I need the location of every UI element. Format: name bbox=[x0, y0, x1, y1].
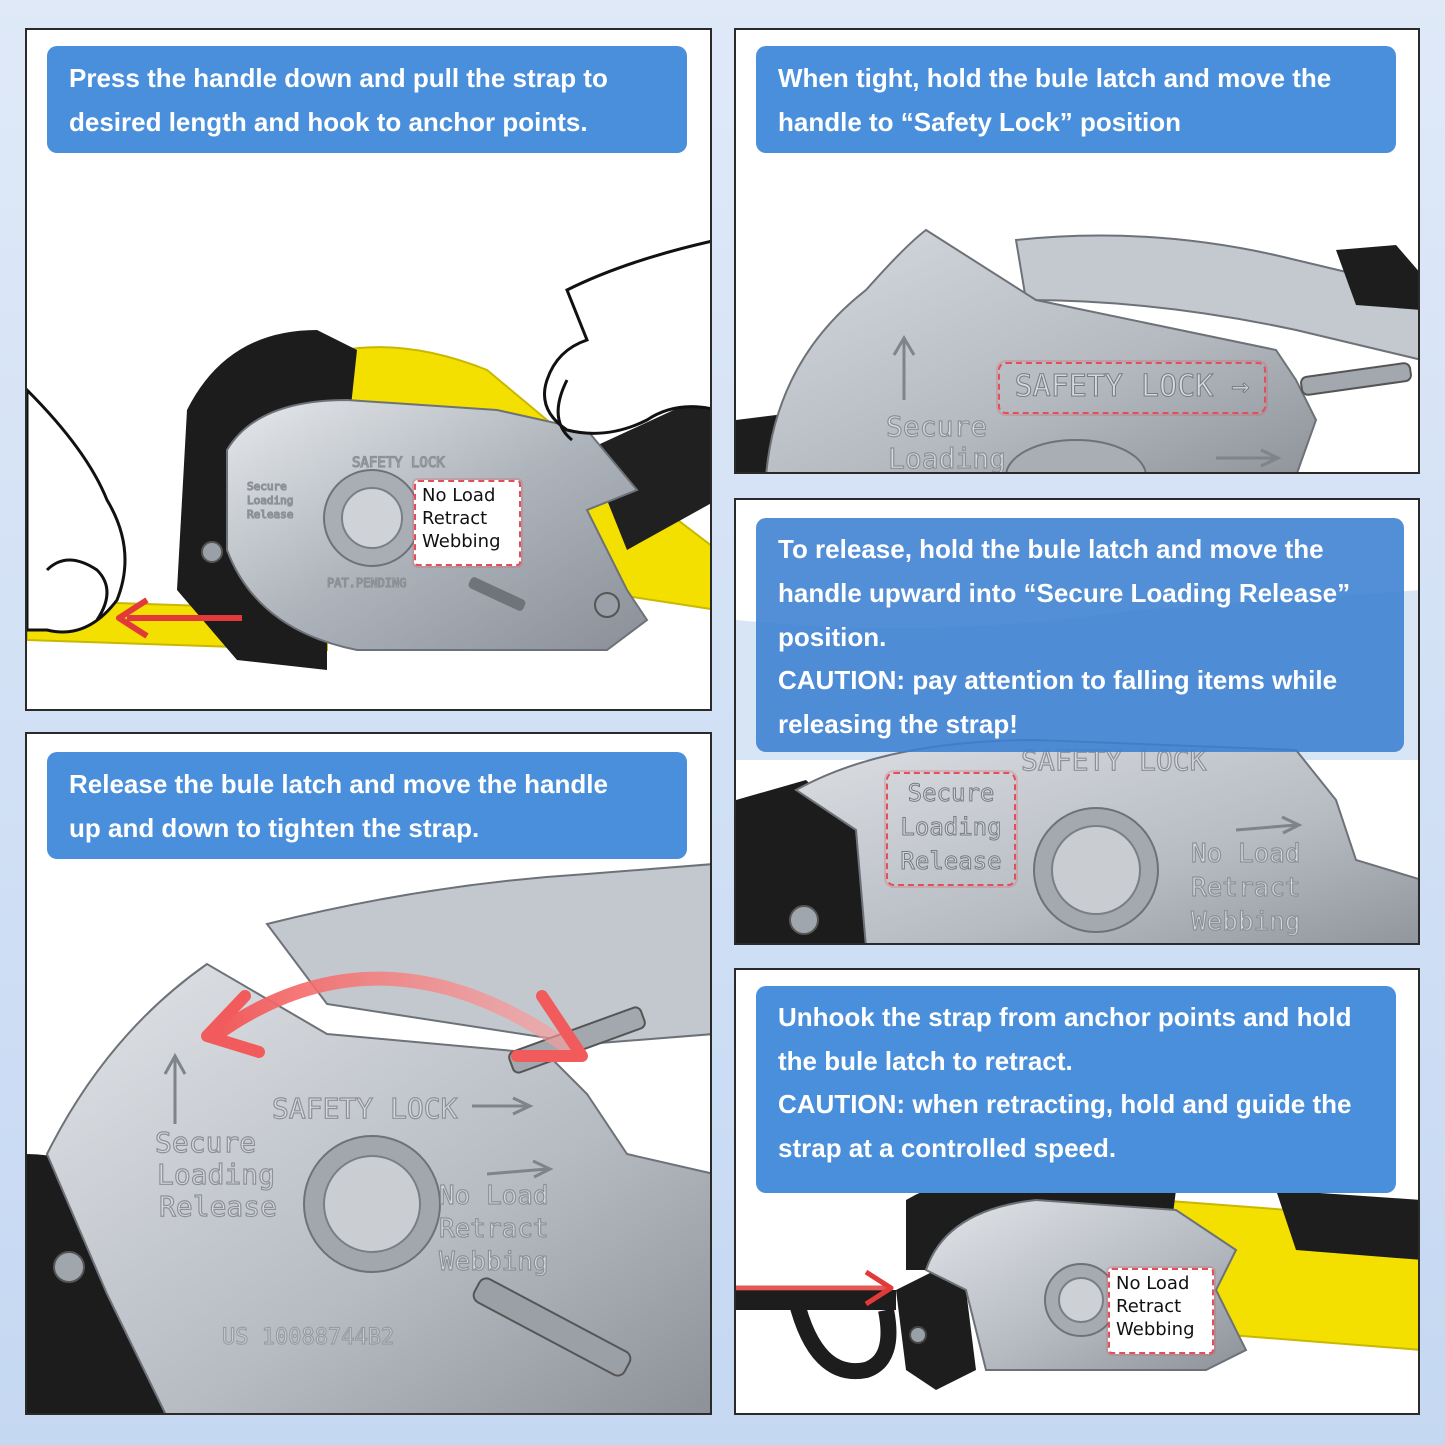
stamp-patent-number: US 10088744B2 bbox=[222, 1325, 394, 1350]
pull-direction-arrow bbox=[116, 597, 242, 639]
label-line: Retract bbox=[422, 508, 488, 529]
caption-line: Unhook the strap from anchor points and … bbox=[778, 1002, 1352, 1032]
label-line: Retract bbox=[1116, 1296, 1182, 1317]
caption-line: When tight, hold the bule latch and move… bbox=[778, 63, 1332, 93]
no-load-retract-label: No Load Retract Webbing bbox=[414, 480, 521, 566]
caption-line: CAUTION: when retracting, hold and guide… bbox=[778, 1089, 1352, 1119]
panel-step-retract: Unhook the strap from anchor points and … bbox=[734, 968, 1420, 1415]
stamp-no-load: No Load bbox=[1191, 839, 1301, 869]
stamp-webbing: Webbing bbox=[439, 1247, 549, 1277]
stamp-safety-lock: SAFETY LOCK bbox=[352, 455, 445, 471]
stamp-secure: Secure bbox=[155, 1126, 256, 1159]
stamp-safety-lock: SAFETY LOCK bbox=[272, 1092, 458, 1125]
panel-step-release: SAFETY LOCK No Load Retract Webbing To r… bbox=[734, 498, 1420, 945]
label-line: Webbing bbox=[1116, 1319, 1195, 1340]
caption-line: desired length and hook to anchor points… bbox=[69, 107, 588, 137]
caption-line: releasing the strap! bbox=[778, 709, 1018, 740]
label-line: No Load bbox=[422, 485, 496, 506]
ratchet-illustration-retract bbox=[736, 1177, 1418, 1390]
step-caption-pull: Press the handle down and pull the strap… bbox=[47, 46, 687, 153]
stamp-secure: Secure bbox=[886, 410, 987, 443]
stamp-release: Release bbox=[247, 508, 293, 521]
label-line: Webbing bbox=[422, 531, 501, 552]
caption-line: position. bbox=[778, 621, 887, 652]
stamp-webbing: Webbing bbox=[1191, 907, 1301, 937]
caption-line: up and down to tighten the strap. bbox=[69, 813, 480, 843]
step-caption-safety-lock: When tight, hold the bule latch and move… bbox=[756, 46, 1396, 153]
stamp-release: Release bbox=[159, 1190, 277, 1223]
ratchet-illustration-pull: SAFETY LOCK Secure Loading Release PAT.P… bbox=[27, 240, 710, 670]
stamp-loading: Loading bbox=[157, 1158, 275, 1191]
caption-line: Release the bule latch and move the hand… bbox=[69, 769, 608, 799]
step-caption-retract: Unhook the strap from anchor points and … bbox=[756, 986, 1396, 1193]
safety-lock-highlight: SAFETY LOCK → bbox=[998, 362, 1266, 414]
caption-line: the bule latch to retract. bbox=[778, 1045, 1073, 1076]
panel-step-pull-strap: SAFETY LOCK Secure Loading Release PAT.P… bbox=[25, 28, 712, 711]
caption-line: To release, hold the bule latch and move… bbox=[778, 534, 1324, 564]
stamp-safety-lock: SAFETY LOCK bbox=[1014, 369, 1214, 405]
ratchet-closeup-safety-lock: Secure Loading bbox=[736, 228, 1418, 474]
stamp-retract: Retract bbox=[439, 1214, 549, 1244]
stamp-secure: Secure bbox=[907, 779, 995, 808]
step-caption-tighten: Release the bule latch and move the hand… bbox=[47, 752, 687, 859]
stamp-secure: Secure bbox=[247, 480, 287, 493]
stamp-retract: Retract bbox=[1191, 873, 1301, 903]
caption-line: handle upward into “Secure Loading Relea… bbox=[778, 577, 1351, 608]
stamp-loading: Loading bbox=[888, 442, 1006, 474]
label-line: No Load bbox=[1116, 1273, 1190, 1294]
caption-line: Press the handle down and pull the strap… bbox=[69, 63, 608, 93]
step-caption-release: To release, hold the bule latch and move… bbox=[756, 518, 1404, 752]
handle-motion-arrow bbox=[201, 971, 588, 1062]
stamp-pat-pending: PAT.PENDING bbox=[327, 576, 406, 590]
caption-line: CAUTION: pay attention to falling items … bbox=[778, 665, 1338, 696]
secure-loading-release-highlight: Secure Loading Release bbox=[886, 772, 1016, 886]
panel-step-tighten: SAFETY LOCK Secure Loading Release No Lo… bbox=[25, 732, 712, 1415]
ratchet-closeup-tighten: SAFETY LOCK Secure Loading Release No Lo… bbox=[27, 863, 710, 1413]
stamp-loading: Loading bbox=[900, 813, 1002, 842]
stamp-no-load: No Load bbox=[439, 1181, 549, 1211]
caption-line: strap at a controlled speed. bbox=[778, 1132, 1117, 1163]
panel-step-safety-lock: Secure Loading When tight, hold the bule… bbox=[734, 28, 1420, 474]
retract-direction-arrow bbox=[736, 1269, 894, 1307]
caption-line: handle to “Safety Lock” position bbox=[778, 107, 1182, 137]
stamp-loading: Loading bbox=[247, 494, 293, 507]
stamp-release: Release bbox=[900, 847, 1002, 876]
no-load-retract-label: No Load Retract Webbing bbox=[1108, 1268, 1214, 1354]
